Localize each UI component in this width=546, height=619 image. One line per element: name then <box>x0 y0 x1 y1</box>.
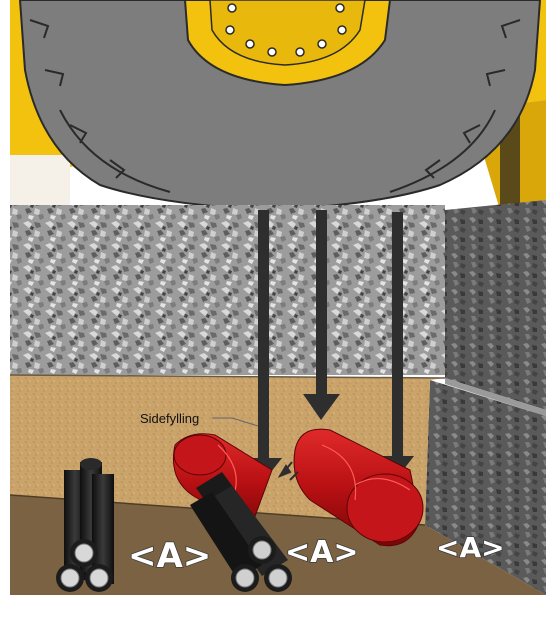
gravel-side-wall <box>445 200 546 410</box>
pipe-bundle-left <box>56 458 114 592</box>
zone-label-middle: <A> <box>285 535 359 570</box>
zone-label-right: <A> <box>436 531 505 564</box>
zone-label-left: <A> <box>128 536 211 576</box>
gravel-layer <box>10 205 445 375</box>
sidefylling-label: Sidefylling <box>140 411 199 426</box>
